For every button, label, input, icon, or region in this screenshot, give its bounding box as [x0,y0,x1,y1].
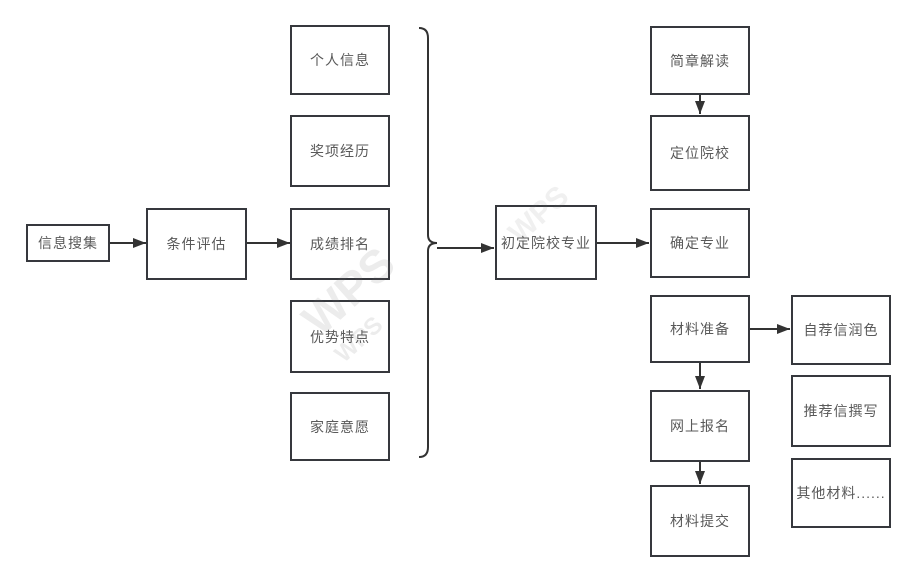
node-material-submission: 材料提交 [650,485,750,557]
node-major-confirmation: 确定专业 [650,208,750,278]
grouping-brace [418,27,438,458]
node-personal-info: 个人信息 [290,25,390,95]
node-info-collection: 信息搜集 [26,224,110,262]
node-brochure-reading: 简章解读 [650,26,750,95]
node-family-wishes: 家庭意愿 [290,392,390,461]
node-grade-ranking: 成绩排名 [290,208,390,280]
node-self-letter-polish: 自荐信润色 [791,295,891,365]
node-initial-school-major: 初定院校专业 [495,205,597,280]
node-material-preparation: 材料准备 [650,295,750,363]
node-online-registration: 网上报名 [650,390,750,462]
node-recommendation-letter: 推荐信撰写 [791,375,891,447]
node-award-experience: 奖项经历 [290,115,390,187]
node-condition-evaluation: 条件评估 [146,208,247,280]
node-school-positioning: 定位院校 [650,115,750,191]
node-strengths: 优势特点 [290,300,390,373]
node-other-materials: 其他材料...... [791,458,891,528]
